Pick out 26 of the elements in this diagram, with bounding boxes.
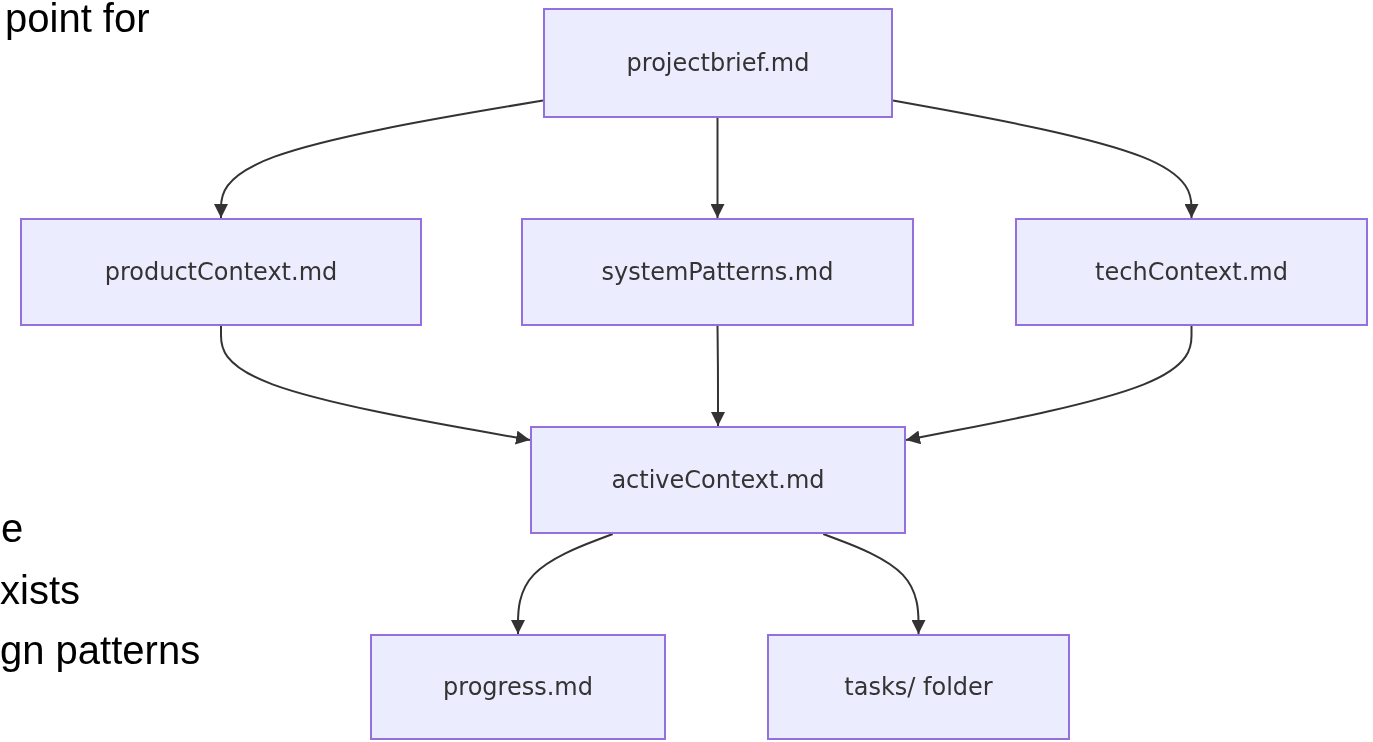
process-box xyxy=(543,8,893,118)
node-label: techContext.md xyxy=(1095,258,1288,286)
arrow xyxy=(822,533,926,635)
slide-text: xists xyxy=(0,570,80,610)
arrow xyxy=(710,117,725,219)
slide-text: point for xyxy=(5,0,150,38)
process-box xyxy=(521,218,914,326)
arrow xyxy=(220,325,531,445)
node-label: systemPatterns.md xyxy=(601,258,834,286)
process-box xyxy=(20,218,422,326)
process-box xyxy=(1015,218,1368,326)
slide-text: e xyxy=(1,508,24,548)
arrow xyxy=(214,99,544,219)
node-label: projectbrief.md xyxy=(626,49,810,77)
process-box xyxy=(530,426,906,534)
node-label: tasks/ folder xyxy=(844,673,993,701)
node-label: activeContext.md xyxy=(611,466,825,494)
arrow xyxy=(511,533,614,635)
slide-text: gn patterns xyxy=(0,630,201,670)
arrow xyxy=(711,325,725,427)
process-box xyxy=(767,634,1070,740)
process-box xyxy=(370,634,666,740)
arrow xyxy=(892,99,1199,219)
node-label: progress.md xyxy=(443,673,593,701)
arrow xyxy=(905,325,1193,445)
node-label: productContext.md xyxy=(104,258,338,286)
